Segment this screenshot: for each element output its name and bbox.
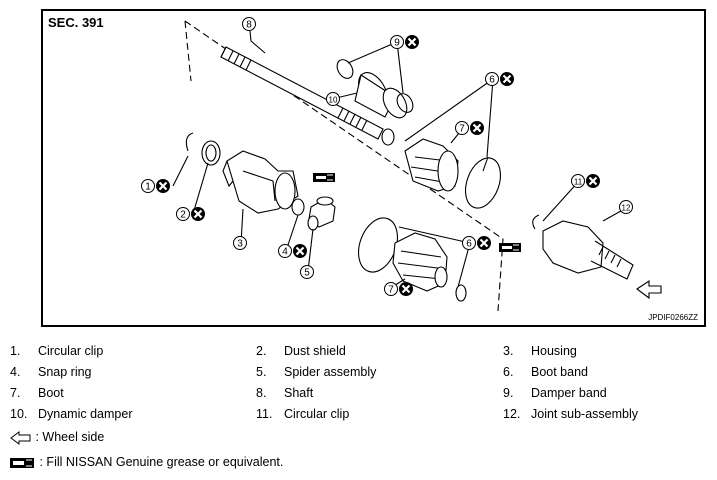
figure-code: JPDIF0266ZZ [648, 313, 698, 322]
callout-6: 6 [462, 236, 491, 250]
snap-ring-part [291, 198, 305, 216]
legend-item: 5.Spider assembly [256, 365, 377, 379]
wheel-side-arrow [636, 279, 662, 300]
grease-note: : Fill NISSAN Genuine grease or equivale… [10, 455, 283, 469]
circular-clip-part [185, 132, 194, 152]
callout-number: 10 [329, 96, 338, 105]
wheel-side-arrow-icon [10, 430, 31, 445]
section-label: SEC. 391 [48, 15, 104, 30]
callout-number: 7 [459, 124, 465, 135]
boot-lower-part [392, 232, 448, 292]
callout-3: 3 [233, 236, 247, 250]
callout-number: 3 [237, 239, 243, 250]
callout-number: 1 [145, 182, 151, 193]
callout-5: 5 [300, 265, 314, 279]
replace-x-icon [191, 207, 205, 221]
circular-clip-part [532, 214, 540, 230]
callout-2: 2 [176, 207, 205, 221]
callout-number: 11 [574, 178, 583, 187]
legend-item: 11.Circular clip [256, 407, 350, 421]
legend-row: 7.Boot 8.Shaft 9.Damper band [0, 386, 717, 407]
grease-icon [10, 457, 34, 468]
legend-item: 12.Joint sub-assembly [503, 407, 638, 421]
callout-8: 8 [242, 17, 256, 31]
callout-1: 1 [141, 179, 170, 193]
damper-band-part [396, 93, 414, 113]
legend-row: 1.Circular clip 2.Dust shield 3.Housing [0, 344, 717, 365]
callout-number: 9 [394, 38, 400, 49]
replace-x-icon [477, 236, 491, 250]
callout-number: 6 [489, 75, 495, 86]
callout-12: 12 [619, 200, 633, 214]
grease-icon [313, 173, 335, 182]
replace-x-icon [586, 174, 600, 188]
grease-icon [499, 243, 521, 252]
legend-item: 10.Dynamic damper [10, 407, 133, 421]
callout-number: 12 [622, 204, 631, 213]
parts-legend: 1.Circular clip 2.Dust shield 3.Housing … [0, 344, 717, 428]
callout-6: 6 [485, 72, 514, 86]
replace-x-icon [293, 244, 307, 258]
legend-row: 10.Dynamic damper 11.Circular clip 12.Jo… [0, 407, 717, 428]
dust-shield-part [201, 140, 221, 166]
replace-x-icon [399, 282, 413, 296]
replace-x-icon [156, 179, 170, 193]
callout-number: 6 [466, 239, 472, 250]
boot-band-part [464, 157, 502, 209]
callout-11: 11 [571, 174, 600, 188]
legend-item: 7.Boot [10, 386, 64, 400]
callout-number: 2 [180, 210, 186, 221]
dynamic-damper-part [354, 72, 408, 119]
replace-x-icon [405, 35, 419, 49]
legend-item: 9.Damper band [503, 386, 607, 400]
boot-upper-part [404, 138, 459, 192]
callout-7: 7 [455, 121, 484, 135]
callout-number: 5 [304, 268, 310, 279]
replace-x-icon [470, 121, 484, 135]
damper-band-part [336, 59, 354, 79]
legend-row: 4.Snap ring 5.Spider assembly 6.Boot ban… [0, 365, 717, 386]
joint-sub-assembly-part [542, 220, 634, 280]
callout-number: 8 [246, 20, 252, 31]
housing-part [222, 150, 299, 214]
callout-9: 9 [390, 35, 419, 49]
callout-7: 7 [384, 282, 413, 296]
wheel-side-note: : Wheel side [10, 430, 104, 445]
callout-number: 7 [388, 285, 394, 296]
replace-x-icon [500, 72, 514, 86]
assembly-boundary-line [184, 20, 504, 312]
spider-assembly-part [307, 196, 336, 231]
callout-number: 4 [282, 247, 288, 258]
legend-item: 4.Snap ring [10, 365, 92, 379]
legend-item: 3.Housing [503, 344, 577, 358]
legend-item: 6.Boot band [503, 365, 588, 379]
legend-item: 1.Circular clip [10, 344, 104, 358]
callout-10: 10 [326, 92, 340, 106]
callout-4: 4 [278, 244, 307, 258]
legend-item: 2.Dust shield [256, 344, 346, 358]
legend-item: 8.Shaft [256, 386, 314, 400]
